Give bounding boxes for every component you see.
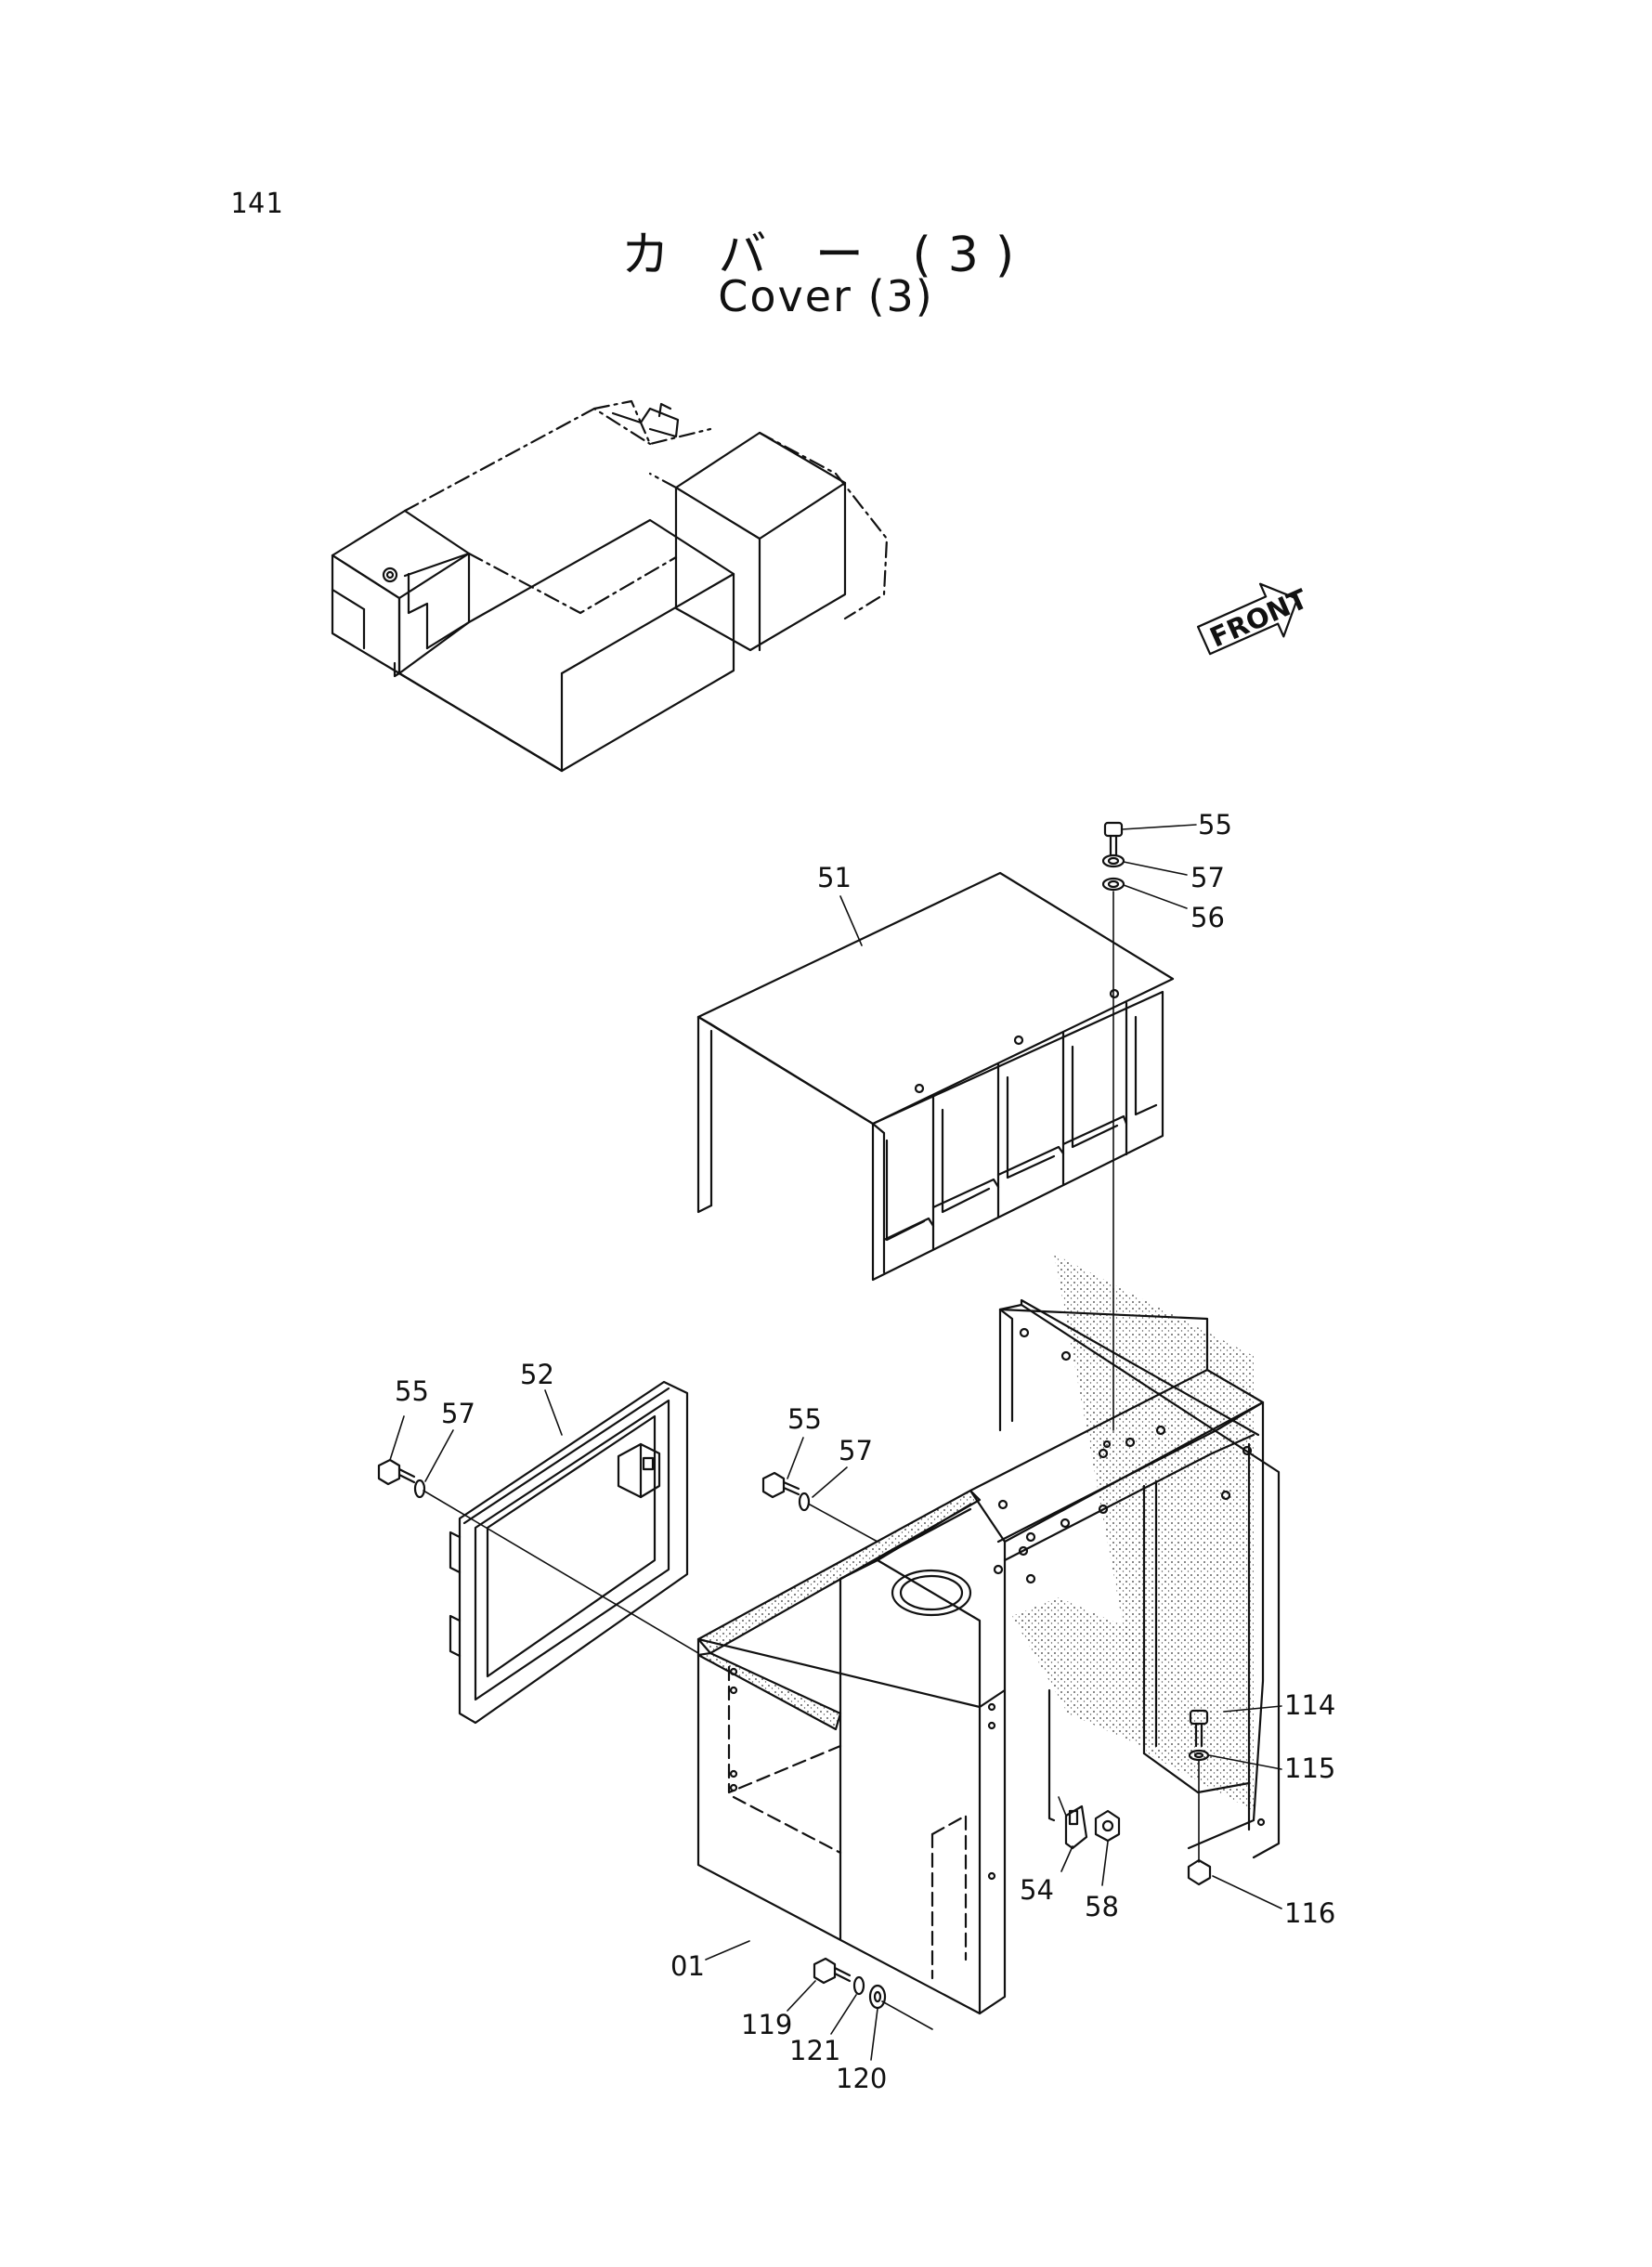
callout-120: 120 <box>836 2063 887 2094</box>
page-number: 141 <box>230 188 284 220</box>
callout-55: 55 <box>1198 809 1232 840</box>
front-label: FRONT <box>1205 582 1312 653</box>
callout-58: 58 <box>1085 1891 1119 1922</box>
callout-labels: 55 57 56 51 52 55 57 55 57 01 54 58 114 … <box>395 809 1335 2094</box>
callout-55: 55 <box>395 1375 429 1407</box>
callout-56: 56 <box>1190 902 1225 933</box>
callout-114: 114 <box>1284 1689 1335 1721</box>
machine-overview-sketch <box>331 399 889 773</box>
callout-51: 51 <box>817 862 852 893</box>
part-52-side-door <box>449 1380 689 1725</box>
callout-57: 57 <box>839 1435 873 1466</box>
callout-54: 54 <box>1020 1874 1054 1906</box>
callout-115: 115 <box>1284 1752 1335 1784</box>
title-japanese: カ バ ー (3) <box>620 228 1032 283</box>
assembly-lines <box>423 891 1200 2030</box>
callout-119: 119 <box>741 2009 792 2040</box>
callout-01: 01 <box>670 1950 705 1982</box>
part-01-housing <box>696 1254 1281 2015</box>
part-51-top-cover <box>696 871 1175 1282</box>
callout-57: 57 <box>441 1398 475 1429</box>
callout-116: 116 <box>1284 1897 1335 1929</box>
leader-lines <box>389 824 1282 2061</box>
title-english: Cover (3) <box>718 271 934 321</box>
callout-57: 57 <box>1190 862 1225 893</box>
callout-121: 121 <box>789 2035 840 2066</box>
callout-55: 55 <box>787 1403 822 1435</box>
front-arrow-icon: FRONT <box>1196 582 1312 656</box>
callout-52: 52 <box>520 1359 554 1390</box>
fasteners <box>377 821 1212 2010</box>
